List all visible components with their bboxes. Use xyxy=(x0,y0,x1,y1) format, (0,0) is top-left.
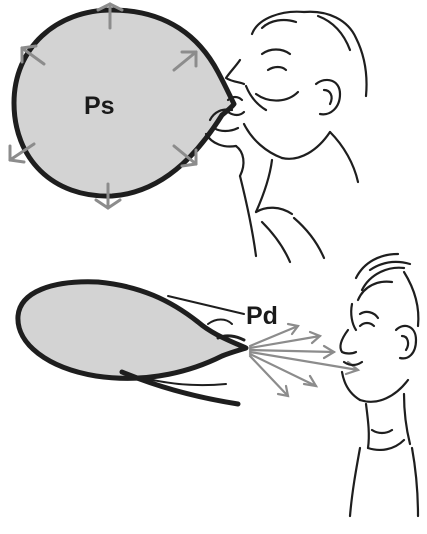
man-feeling-air-icon xyxy=(340,254,418,516)
deflating-balloon-scene: Pd xyxy=(18,254,418,516)
dynamic-pressure-label: Pd xyxy=(246,302,278,330)
airflow-arrows xyxy=(250,324,358,396)
inflated-balloon xyxy=(14,10,234,196)
static-pressure-label: Ps xyxy=(84,92,115,120)
inflated-balloon-scene: Ps xyxy=(10,4,367,262)
deflating-balloon xyxy=(18,282,246,379)
man-blowing-balloon-icon xyxy=(206,12,367,262)
